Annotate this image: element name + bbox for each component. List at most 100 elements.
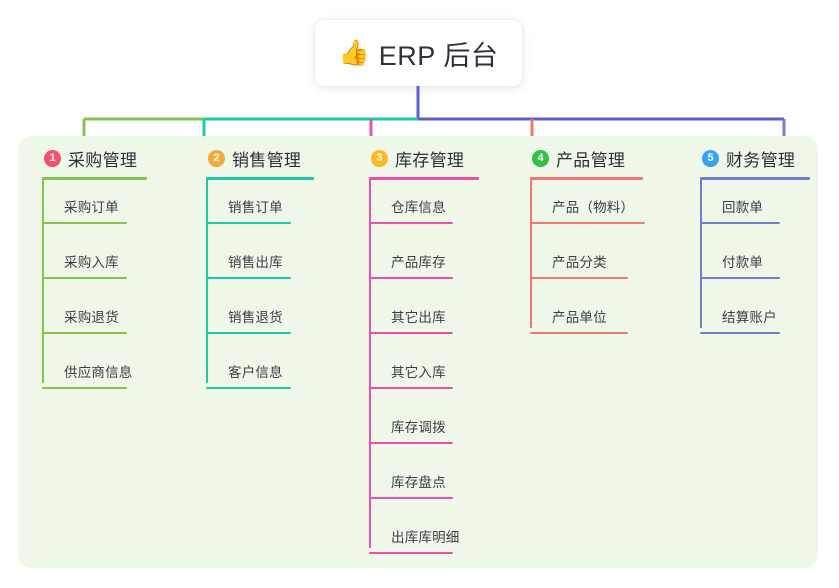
list-item-rule: [206, 277, 291, 279]
list-item[interactable]: 回款单: [700, 196, 780, 224]
column-rule-5: [700, 177, 810, 180]
item-spine-4: [530, 180, 532, 328]
column-badge-2: 2: [208, 149, 225, 167]
column-rule-2: [206, 177, 314, 180]
list-item[interactable]: 仓库信息: [369, 196, 453, 224]
list-item[interactable]: 产品库存: [369, 251, 453, 279]
column-rule-3: [369, 177, 479, 180]
list-item-rule: [206, 387, 291, 389]
thumbs-up-icon: 👍: [338, 38, 370, 67]
list-item[interactable]: 库存盘点: [369, 471, 453, 499]
column-title-1: 采购管理: [68, 150, 138, 170]
list-item[interactable]: 采购退货: [42, 306, 127, 334]
list-item-rule: [369, 222, 453, 224]
list-item-label: 产品单位: [552, 310, 607, 325]
column-badge-1: 1: [44, 149, 61, 167]
list-item-label: 销售订单: [228, 200, 283, 215]
root-node-title: ERP 后台: [378, 40, 499, 71]
item-list-1: 采购订单采购入库采购退货供应商信息: [42, 180, 147, 400]
list-item-label: 库存盘点: [391, 475, 446, 490]
list-item-rule: [369, 442, 453, 444]
list-item[interactable]: 销售退货: [206, 306, 291, 334]
list-item-label: 采购订单: [64, 200, 119, 215]
list-item-rule: [206, 332, 291, 334]
column-header-3[interactable]: 3 库存管理: [369, 146, 479, 170]
column-rule-1: [42, 177, 147, 180]
column-badge-4: 4: [532, 149, 549, 167]
item-list-4: 产品（物料） 产品分类产品单位: [530, 180, 645, 345]
list-item-label: 仓库信息: [391, 200, 446, 215]
item-spine-2: [206, 180, 208, 383]
list-item-rule: [42, 387, 127, 389]
list-item[interactable]: 结算账户: [700, 306, 780, 334]
list-item-label: 采购退货: [64, 310, 119, 325]
list-item-rule: [700, 222, 780, 224]
list-item[interactable]: 付款单: [700, 251, 780, 279]
list-item-label: 回款单: [722, 200, 764, 215]
item-list-2: 销售订单销售出库销售退货客户信息: [206, 180, 314, 400]
list-item-label: 出库库明细: [391, 530, 460, 545]
column-title-2: 销售管理: [232, 150, 302, 170]
list-item-rule: [700, 332, 780, 334]
list-item-rule: [42, 332, 127, 334]
list-item[interactable]: 产品（物料）: [530, 196, 645, 224]
list-item[interactable]: 其它出库: [369, 306, 453, 334]
list-item-rule: [530, 332, 628, 334]
list-item-rule: [369, 387, 453, 389]
item-list-3: 仓库信息产品库存其它出库其它入库库存调拨库存盘点出库库明细: [369, 180, 479, 565]
list-item-label: 产品（物料）: [552, 200, 635, 215]
list-item-label: 产品库存: [391, 255, 446, 270]
column-badge-5: 5: [702, 149, 719, 167]
list-item-rule: [42, 222, 127, 224]
list-item-label: 销售退货: [228, 310, 283, 325]
list-item-rule: [206, 222, 291, 224]
list-item-rule: [369, 332, 453, 334]
list-item[interactable]: 出库库明细: [369, 526, 460, 554]
list-item-label: 销售出库: [228, 255, 283, 270]
list-item-label: 供应商信息: [64, 365, 133, 380]
list-item-label: 付款单: [722, 255, 764, 270]
list-item-label: 采购入库: [64, 255, 119, 270]
list-item[interactable]: 销售订单: [206, 196, 291, 224]
list-item-rule: [700, 277, 780, 279]
item-spine-5: [700, 180, 702, 328]
column-1: 1 采购管理采购订单采购入库采购退货供应商信息: [42, 146, 147, 400]
list-item-label: 其它入库: [391, 365, 446, 380]
column-3: 3 库存管理仓库信息产品库存其它出库其它入库库存调拨库存盘点出库库明细: [369, 146, 479, 565]
list-item-rule: [42, 277, 127, 279]
column-header-2[interactable]: 2 销售管理: [206, 146, 314, 170]
list-item-label: 客户信息: [228, 365, 283, 380]
column-4: 4 产品管理产品（物料） 产品分类产品单位: [530, 146, 645, 345]
list-item-label: 其它出库: [391, 310, 446, 325]
column-title-3: 库存管理: [395, 150, 465, 170]
column-header-4[interactable]: 4 产品管理: [530, 146, 643, 170]
column-2: 2 销售管理销售订单销售出库销售退货客户信息: [206, 146, 314, 400]
diagram-panel: [18, 136, 818, 568]
list-item-label: 库存调拨: [391, 420, 446, 435]
column-header-1[interactable]: 1 采购管理: [42, 146, 147, 170]
column-title-4: 产品管理: [556, 150, 626, 170]
list-item[interactable]: 产品单位: [530, 306, 628, 334]
column-rule-4: [530, 177, 643, 180]
list-item-label: 结算账户: [722, 310, 777, 325]
list-item[interactable]: 销售出库: [206, 251, 291, 279]
column-badge-3: 3: [371, 149, 388, 167]
list-item[interactable]: 采购订单: [42, 196, 127, 224]
list-item[interactable]: 库存调拨: [369, 416, 453, 444]
list-item[interactable]: 采购入库: [42, 251, 127, 279]
list-item[interactable]: 其它入库: [369, 361, 453, 389]
list-item-rule: [369, 552, 453, 554]
list-item[interactable]: 供应商信息: [42, 361, 133, 389]
list-item-rule: [530, 277, 628, 279]
item-list-5: 回款单付款单结算账户: [700, 180, 810, 345]
list-item[interactable]: 产品分类: [530, 251, 628, 279]
list-item-label: 产品分类: [552, 255, 607, 270]
item-spine-3: [369, 180, 371, 548]
list-item-rule: [369, 497, 453, 499]
list-item[interactable]: 客户信息: [206, 361, 291, 389]
item-spine-1: [42, 180, 44, 383]
list-item-rule: [369, 277, 453, 279]
root-node-card[interactable]: 👍 ERP 后台: [315, 20, 522, 86]
